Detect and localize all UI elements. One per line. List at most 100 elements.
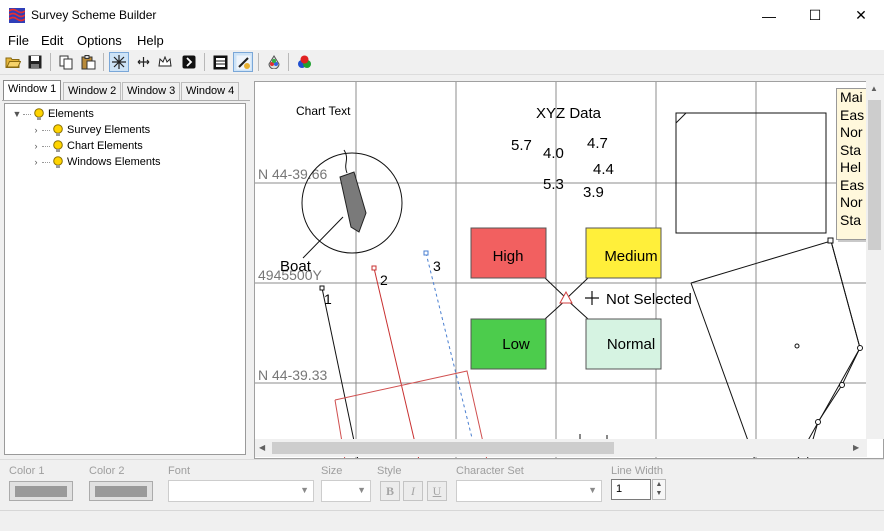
scroll-up-icon[interactable]: ▲ [870,84,878,93]
line-width-input[interactable]: 1 [611,479,651,500]
tab-window-3[interactable]: Window 3 [122,82,181,100]
chart-rectangle[interactable] [675,112,827,234]
menu-options[interactable]: Options [77,33,122,48]
color-swatch [15,486,67,497]
info-line: Eas [840,176,865,193]
lightbulb-icon [53,123,63,136]
chart-canvas[interactable]: N 44-39.66 4945500Y N 44-39.33 Chart Tex… [254,81,884,459]
grid-label-northing: 4945500Y [258,267,323,283]
minimize-button[interactable]: — [762,7,776,24]
maximize-button[interactable]: ☐ [808,7,822,23]
tree-connector [42,145,50,147]
charset-label: Character Set [456,465,524,477]
scroll-right-icon[interactable]: ▶ [853,443,860,452]
chevron-down-icon[interactable]: ▼ [655,490,663,497]
status-box-medium[interactable] [585,227,662,279]
bold-button[interactable]: B [380,481,400,501]
font-label: Font [168,465,191,477]
chart-text-label[interactable]: Chart Text [296,104,351,118]
font-select[interactable]: ▼ [168,480,314,502]
color-drop-icon[interactable] [264,52,284,72]
tree-label: Chart Elements [67,140,143,152]
line-label: 1 [324,291,332,307]
tree-node-windows-elements[interactable]: › Windows Elements [5,154,245,170]
italic-button[interactable]: I [403,481,423,501]
chevron-right-icon[interactable]: › [34,125,38,135]
vertical-scroll-thumb[interactable] [868,100,881,250]
tab-window-4[interactable]: Window 4 [181,82,240,100]
chevron-down-icon[interactable]: ▼ [12,109,22,119]
menu-bar: File Edit Options Help [0,31,884,50]
crown-icon[interactable] [155,52,175,72]
select-tool-icon[interactable] [109,52,129,72]
line-width-stepper[interactable]: ▲▼ [652,479,666,500]
tree-label: Elements [48,108,94,120]
status-indicator[interactable]: High Medium Low Normal Not Selected [470,227,692,370]
chevron-down-icon: ▼ [357,485,366,495]
info-line: Eas [840,106,865,123]
status-box-normal[interactable] [585,318,662,370]
toolbar-separator [258,53,259,71]
xyz-data-title[interactable]: XYZ Data [536,105,602,122]
charset-select[interactable]: ▼ [456,480,602,502]
survey-line-2[interactable]: 2 [371,265,420,459]
survey-line-3[interactable]: 3 [423,250,474,443]
info-line: Mai [840,89,863,105]
tree-connector [42,129,50,131]
plus-icon [585,291,599,305]
chevron-up-icon[interactable]: ▲ [655,481,663,488]
grid-label-lat-upper: N 44-39.66 [258,166,327,182]
size-select[interactable]: ▼ [321,480,371,502]
element-tree[interactable]: ▼ Elements › Survey Elements › Chart Ele… [4,103,246,455]
chart-grid [255,82,883,458]
line-width-label: Line Width [611,465,663,477]
status-box-low[interactable] [470,318,547,370]
tab-window-2[interactable]: Window 2 [63,82,122,100]
info-line: Nor [840,194,863,210]
copy-icon[interactable] [56,52,76,72]
chart-drawing[interactable]: N 44-39.66 4945500Y N 44-39.33 Chart Tex… [255,82,884,459]
menu-help[interactable]: Help [137,33,164,48]
info-line: Sta [840,211,862,228]
horizontal-scroll-thumb[interactable] [272,442,614,454]
layer-edit-icon[interactable] [233,52,253,72]
paste-icon[interactable] [78,52,98,72]
tab-window-1[interactable]: Window 1 [3,80,62,101]
menu-edit[interactable]: Edit [41,33,64,48]
toolbar-separator [204,53,205,71]
lightbulb-icon [53,139,63,152]
info-line: Hel [840,159,862,175]
open-folder-icon[interactable] [3,52,23,72]
status-normal-label: Normal [607,336,655,353]
tree-node-survey-elements[interactable]: › Survey Elements [5,122,245,138]
close-button[interactable]: ✕ [855,7,867,23]
status-box-high[interactable] [470,227,547,279]
color2-label: Color 2 [89,465,125,477]
tree-node-chart-elements[interactable]: › Chart Elements [5,138,245,154]
grid-view-icon[interactable] [210,52,230,72]
save-icon[interactable] [25,52,45,72]
survey-line-1[interactable]: 1 [319,285,359,459]
color-mix-icon[interactable] [294,52,314,72]
style-label: Style [377,465,402,477]
xyz-value: 4.7 [587,135,608,152]
lightbulb-icon [53,155,63,168]
tree-node-elements[interactable]: ▼ Elements [5,106,245,122]
chevron-right-icon[interactable]: › [34,157,38,167]
boat-label: Boat [280,258,312,275]
status-low-label: Low [502,336,530,353]
chart-polygon[interactable] [690,237,863,459]
menu-file[interactable]: File [8,33,29,48]
scroll-left-icon[interactable]: ◀ [259,443,266,452]
move-tool-icon[interactable] [133,52,153,72]
lightbulb-icon [34,107,44,120]
chevron-right-icon[interactable]: › [34,141,38,151]
color1-button[interactable] [9,481,73,501]
boat-symbol[interactable]: Boat [280,149,403,275]
forward-icon[interactable] [179,52,199,72]
info-line: Nor [840,124,863,140]
size-label: Size [321,465,343,477]
underline-button[interactable]: U [427,481,447,501]
color2-button[interactable] [89,481,153,501]
